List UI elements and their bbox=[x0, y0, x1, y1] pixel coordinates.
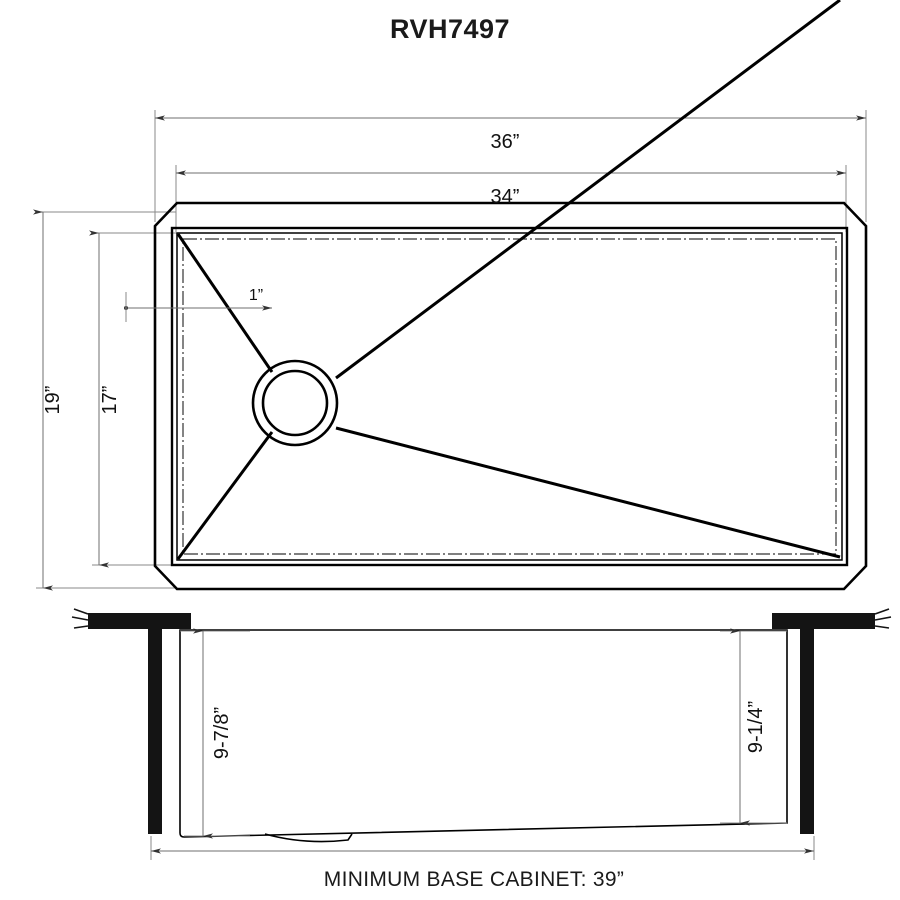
dimension-left-bowl-depth: 9-7/8” bbox=[211, 707, 233, 759]
dimension-bowl-width: 34” bbox=[491, 186, 520, 208]
sink-section-profile bbox=[179, 629, 788, 843]
rim-dimension-1in bbox=[124, 292, 272, 322]
side-view-countertop-right bbox=[772, 608, 892, 834]
drain-opening bbox=[251, 359, 339, 447]
dimension-right-bowl-depth: 9-1/4” bbox=[745, 701, 767, 753]
basin-slope-lines bbox=[176, 0, 841, 560]
top-view-dimension-lines bbox=[33, 115, 866, 591]
dimension-overall-depth: 19” bbox=[42, 386, 64, 415]
top-view-extension-lines bbox=[36, 110, 867, 589]
sink-bowl-rim bbox=[170, 226, 849, 567]
dimension-bowl-depth: 17” bbox=[99, 386, 121, 415]
base-cabinet-caption: MINIMUM BASE CABINET: 39” bbox=[324, 868, 624, 891]
side-view-left-depth-dimension bbox=[180, 628, 250, 839]
dimension-rim-width: 1” bbox=[249, 287, 263, 304]
side-view-right-depth-dimension bbox=[720, 628, 787, 826]
page-title: RVH7497 bbox=[389, 14, 511, 44]
sink-outer-outline bbox=[153, 201, 868, 591]
base-cabinet-dimension bbox=[150, 836, 815, 860]
side-view-countertop-left bbox=[71, 608, 191, 834]
dimension-overall-width: 36” bbox=[491, 131, 520, 153]
